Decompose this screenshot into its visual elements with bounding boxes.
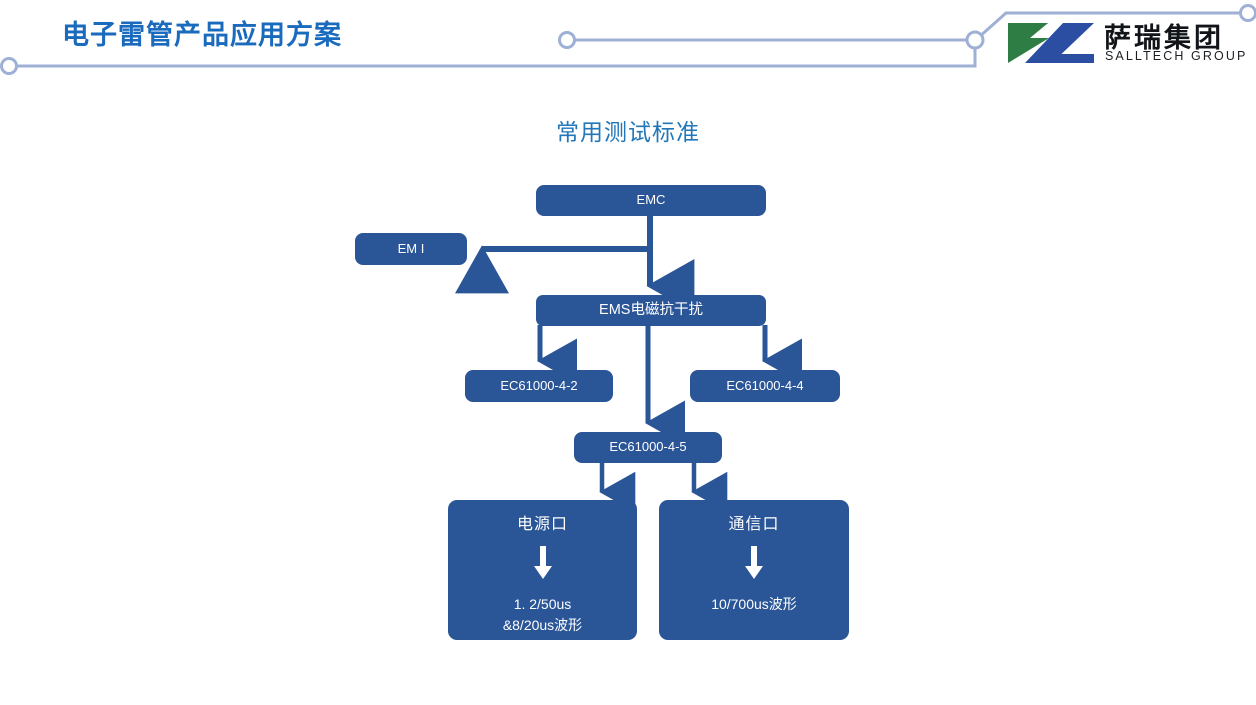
node-emi[interactable]: EM I [355,233,467,265]
section-heading: 常用测试标准 [556,119,700,145]
node-ems[interactable]: EMS电磁抗干扰 [536,295,766,326]
node-power-port-waveform: 1. 2/50us &8/20us波形 [502,596,583,633]
down-arrow-icon [533,546,552,580]
node-power-port[interactable]: 电源口 1. 2/50us &8/20us波形 [448,500,637,640]
header-decorative-lines [0,4,1256,75]
node-comm-port[interactable]: 通信口 10/700us波形 [659,500,849,640]
node-emc-label: EMC [636,192,666,208]
brand-logo: 萨瑞集团 SALLTECH GROUP [1008,16,1254,72]
page-title: 电子雷管产品应用方案 [62,20,342,50]
slide-header: 电子雷管产品应用方案 萨瑞集团 SALLTECH GROUP [0,0,1256,90]
node-iec-61000-4-5-label: EC61000-4-5 [609,439,687,455]
node-emc[interactable]: EMC [536,185,766,216]
node-iec-61000-4-5[interactable]: EC61000-4-5 [574,432,722,463]
node-ems-label: EMS电磁抗干扰 [599,302,703,319]
node-power-port-label: 电源口 [516,516,568,533]
down-arrow-icon [745,546,763,580]
node-iec-61000-4-2-label: EC61000-4-2 [500,377,578,393]
node-iec-61000-4-4-label: EC61000-4-4 [726,377,804,393]
salltech-logo-mark-icon [1008,23,1094,63]
node-emi-label: EM I [397,240,425,256]
node-iec-61000-4-4[interactable]: EC61000-4-4 [690,370,840,402]
node-comm-port-label: 通信口 [728,516,780,533]
node-iec-61000-4-2[interactable]: EC61000-4-2 [465,370,613,402]
deco-circle-middle [558,31,576,49]
logo-name-en: SALLTECH GROUP [1105,49,1248,63]
logo-name-cn: 萨瑞集团 [1104,23,1224,54]
node-comm-port-waveform: 10/700us波形 [711,596,797,613]
deco-circle-left [0,57,18,75]
deco-circle-junction [965,30,985,50]
